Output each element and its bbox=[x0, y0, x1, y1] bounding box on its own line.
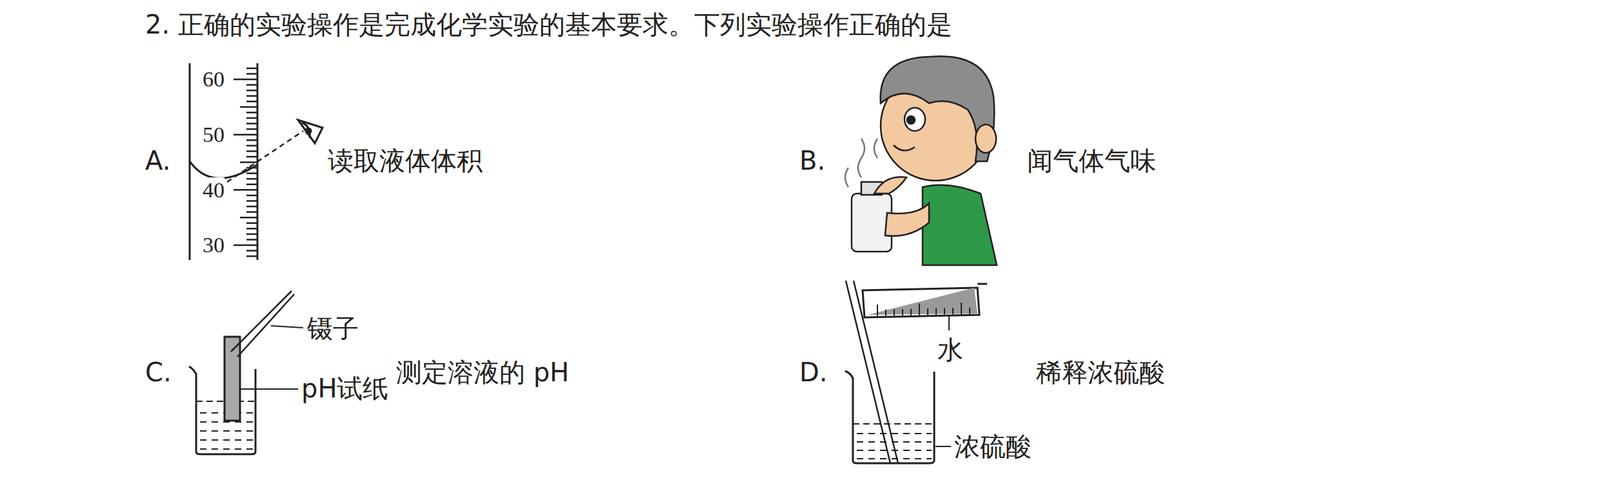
option-caption: 稀释浓硫酸 bbox=[1036, 356, 1166, 388]
graduated-cylinder bbox=[189, 63, 323, 260]
part-label: 水 bbox=[937, 334, 964, 366]
scale-number: 50 bbox=[202, 121, 225, 149]
stroke bbox=[246, 100, 258, 103]
stroke bbox=[246, 89, 258, 92]
stroke bbox=[246, 233, 258, 236]
stroke bbox=[200, 430, 253, 432]
person-illustration bbox=[845, 56, 997, 266]
scale-number: 40 bbox=[202, 177, 225, 204]
stroke bbox=[246, 72, 258, 75]
stroke bbox=[952, 307, 954, 315]
stroke bbox=[233, 189, 258, 191]
stroke bbox=[233, 78, 258, 81]
stroke bbox=[240, 161, 258, 164]
stroke bbox=[856, 432, 932, 435]
stroke bbox=[246, 111, 258, 114]
option-letter: C. bbox=[145, 356, 172, 388]
stroke bbox=[893, 309, 895, 316]
stroke bbox=[246, 238, 258, 241]
stroke bbox=[246, 205, 258, 208]
option-caption: 读取液体体积 bbox=[327, 145, 483, 177]
stroke bbox=[246, 94, 258, 97]
stroke bbox=[246, 145, 258, 148]
stroke bbox=[910, 309, 912, 316]
stroke bbox=[856, 441, 932, 443]
option-letter: B. bbox=[799, 145, 826, 177]
stroke bbox=[246, 249, 258, 252]
stroke bbox=[246, 227, 258, 230]
stroke bbox=[233, 133, 258, 136]
stroke bbox=[246, 122, 258, 125]
beaker-ph bbox=[189, 290, 304, 455]
stroke bbox=[246, 200, 258, 202]
option-caption: 测定溶液的 pH bbox=[396, 356, 570, 388]
scale-number: 60 bbox=[202, 66, 225, 93]
stroke bbox=[876, 304, 879, 317]
stroke bbox=[200, 448, 253, 450]
stroke bbox=[233, 244, 258, 247]
stroke bbox=[885, 309, 887, 317]
stroke bbox=[200, 439, 253, 441]
stroke bbox=[246, 67, 258, 70]
option-caption: 闻气体气味 bbox=[1027, 145, 1157, 177]
stroke bbox=[918, 303, 920, 316]
option-letter: D. bbox=[799, 356, 828, 388]
stroke bbox=[246, 128, 258, 131]
stroke bbox=[246, 117, 258, 120]
stroke bbox=[246, 83, 258, 86]
stroke bbox=[246, 221, 258, 224]
stroke bbox=[927, 308, 929, 315]
stroke bbox=[969, 307, 971, 315]
stroke bbox=[246, 255, 258, 258]
stroke bbox=[935, 308, 937, 315]
stroke bbox=[246, 150, 258, 153]
stroke bbox=[240, 216, 258, 219]
stroke bbox=[246, 178, 258, 180]
stroke bbox=[246, 139, 258, 142]
part-label: 浓硫酸 bbox=[954, 430, 1032, 462]
stroke bbox=[240, 106, 258, 109]
part-label: pH试纸 bbox=[301, 372, 389, 404]
stroke bbox=[246, 156, 258, 159]
option-letter: A. bbox=[145, 145, 171, 177]
stroke bbox=[856, 458, 932, 460]
stroke bbox=[246, 194, 258, 197]
part-label: 镊子 bbox=[307, 312, 359, 344]
stroke bbox=[246, 172, 258, 175]
question-title: 2. 正确的实验操作是完成化学实验的基本要求。下列实验操作正确的是 bbox=[145, 9, 953, 40]
stroke bbox=[943, 308, 946, 315]
stroke bbox=[960, 302, 962, 315]
stroke bbox=[901, 309, 904, 316]
scale-number: 30 bbox=[202, 232, 225, 259]
stroke bbox=[246, 210, 258, 213]
stroke bbox=[246, 183, 258, 186]
